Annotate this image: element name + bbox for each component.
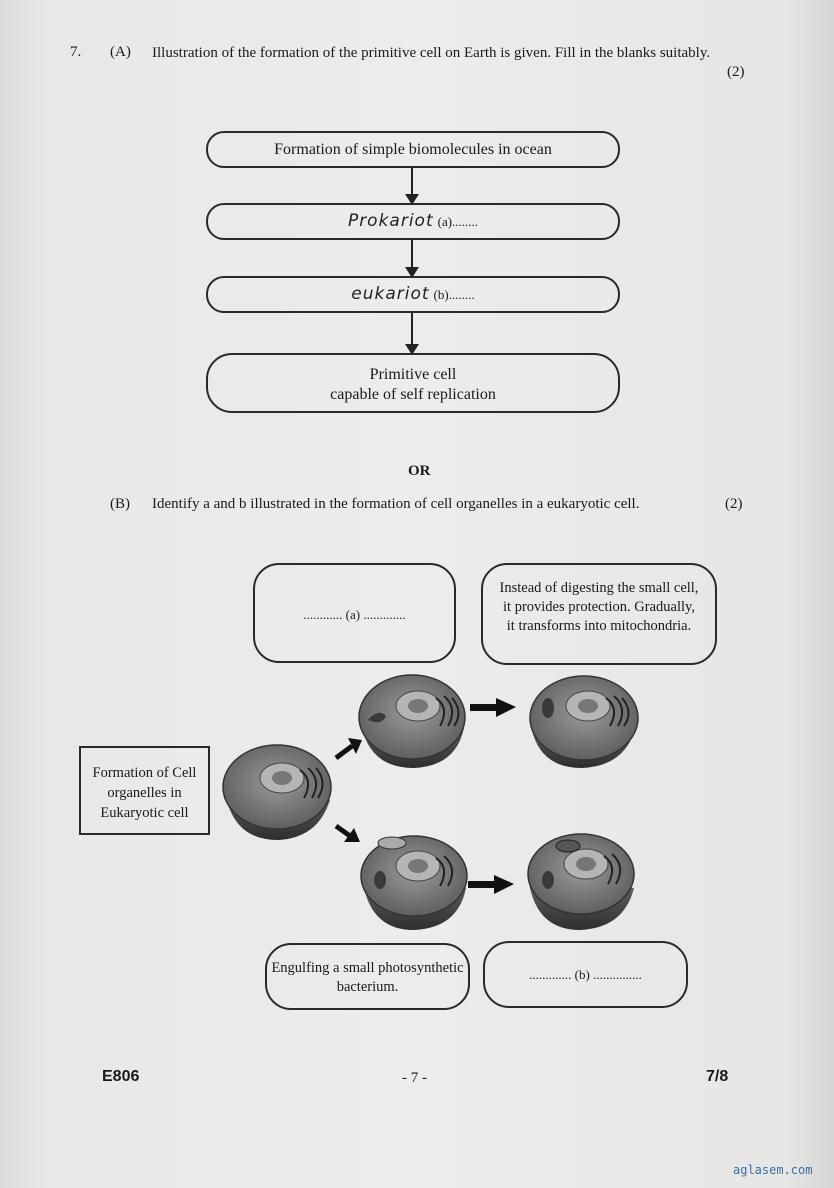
cell-engulfing-photosynthetic-bacterium: [361, 836, 467, 930]
arrow-icon: [468, 875, 514, 894]
page-number: - 7 -: [402, 1070, 427, 1087]
cell-with-mitochondria: [530, 676, 638, 768]
watermark: aglasem.com: [733, 1163, 812, 1177]
exam-code: E806: [102, 1068, 139, 1086]
cell-with-chloroplast: [528, 834, 634, 930]
page-count: 7/8: [706, 1068, 728, 1086]
arrow-icon: [336, 738, 362, 758]
arrow-icon: [470, 698, 516, 717]
arrow-icon: [336, 826, 360, 842]
eukaryotic-cell-origin: [223, 745, 331, 840]
cell-engulfing-bacterium: [359, 675, 465, 768]
